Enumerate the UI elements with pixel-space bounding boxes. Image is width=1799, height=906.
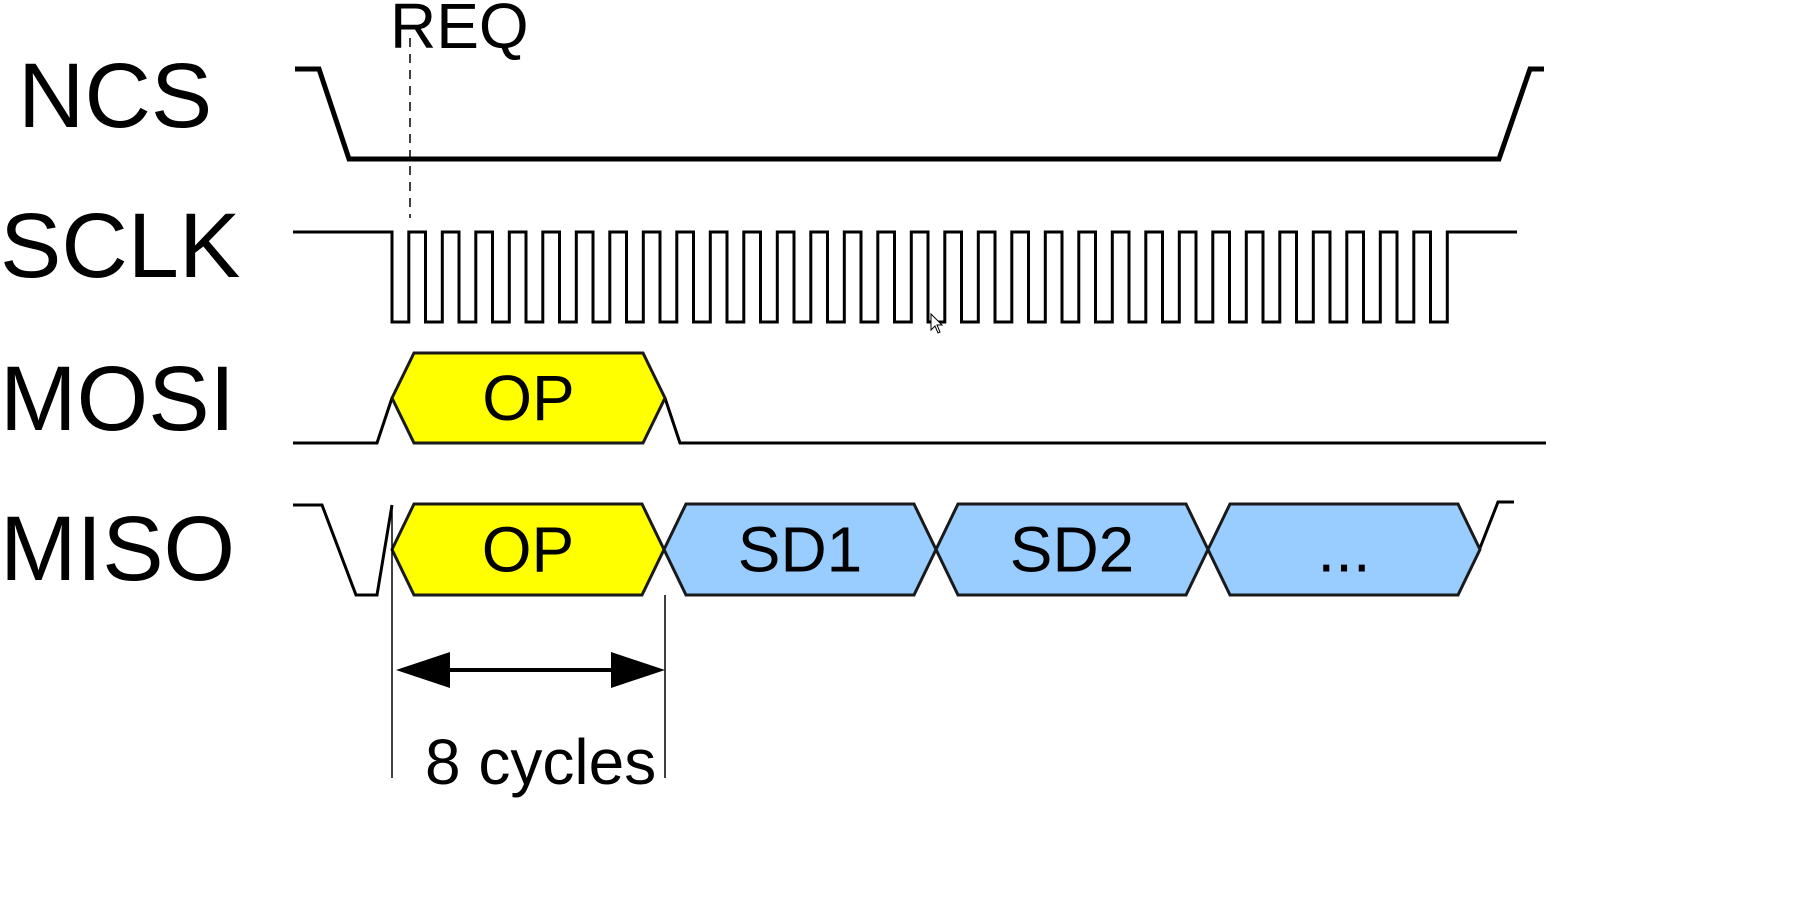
dimension-arrowhead-right [611, 652, 665, 688]
miso-segment-label-4: ... [1317, 514, 1370, 586]
miso-segment-label-2: SD1 [738, 514, 863, 586]
sclk-label: SCLK [0, 195, 240, 297]
sclk-waveform [293, 230, 1517, 324]
miso-waveform: OP SD1 SD2... [293, 500, 1514, 597]
mosi-waveform: OP [293, 351, 1546, 445]
miso-segment-label-3: SD2 [1010, 514, 1135, 586]
miso-segment-label-1: OP [482, 514, 574, 586]
mouse-pointer-icon [930, 312, 944, 334]
miso-label: MISO [0, 498, 235, 600]
mosi-label: MOSI [0, 348, 235, 450]
mosi-idle-line-right [663, 397, 1546, 445]
mosi-segment-label-1: OP [482, 362, 574, 434]
ncs-label: NCS [18, 45, 212, 147]
miso-lead-in-line [293, 503, 394, 597]
mosi-segment-1 [390, 351, 667, 445]
miso-trail-out-line [1478, 500, 1514, 549]
ncs-waveform [295, 66, 1544, 162]
miso-segment-4 [1206, 502, 1482, 597]
req-label: REQ [390, 0, 529, 62]
mosi-idle-line-left [293, 397, 394, 445]
cycles-label: 8 cycles [425, 726, 656, 798]
dimension-arrowhead-left [396, 652, 450, 688]
